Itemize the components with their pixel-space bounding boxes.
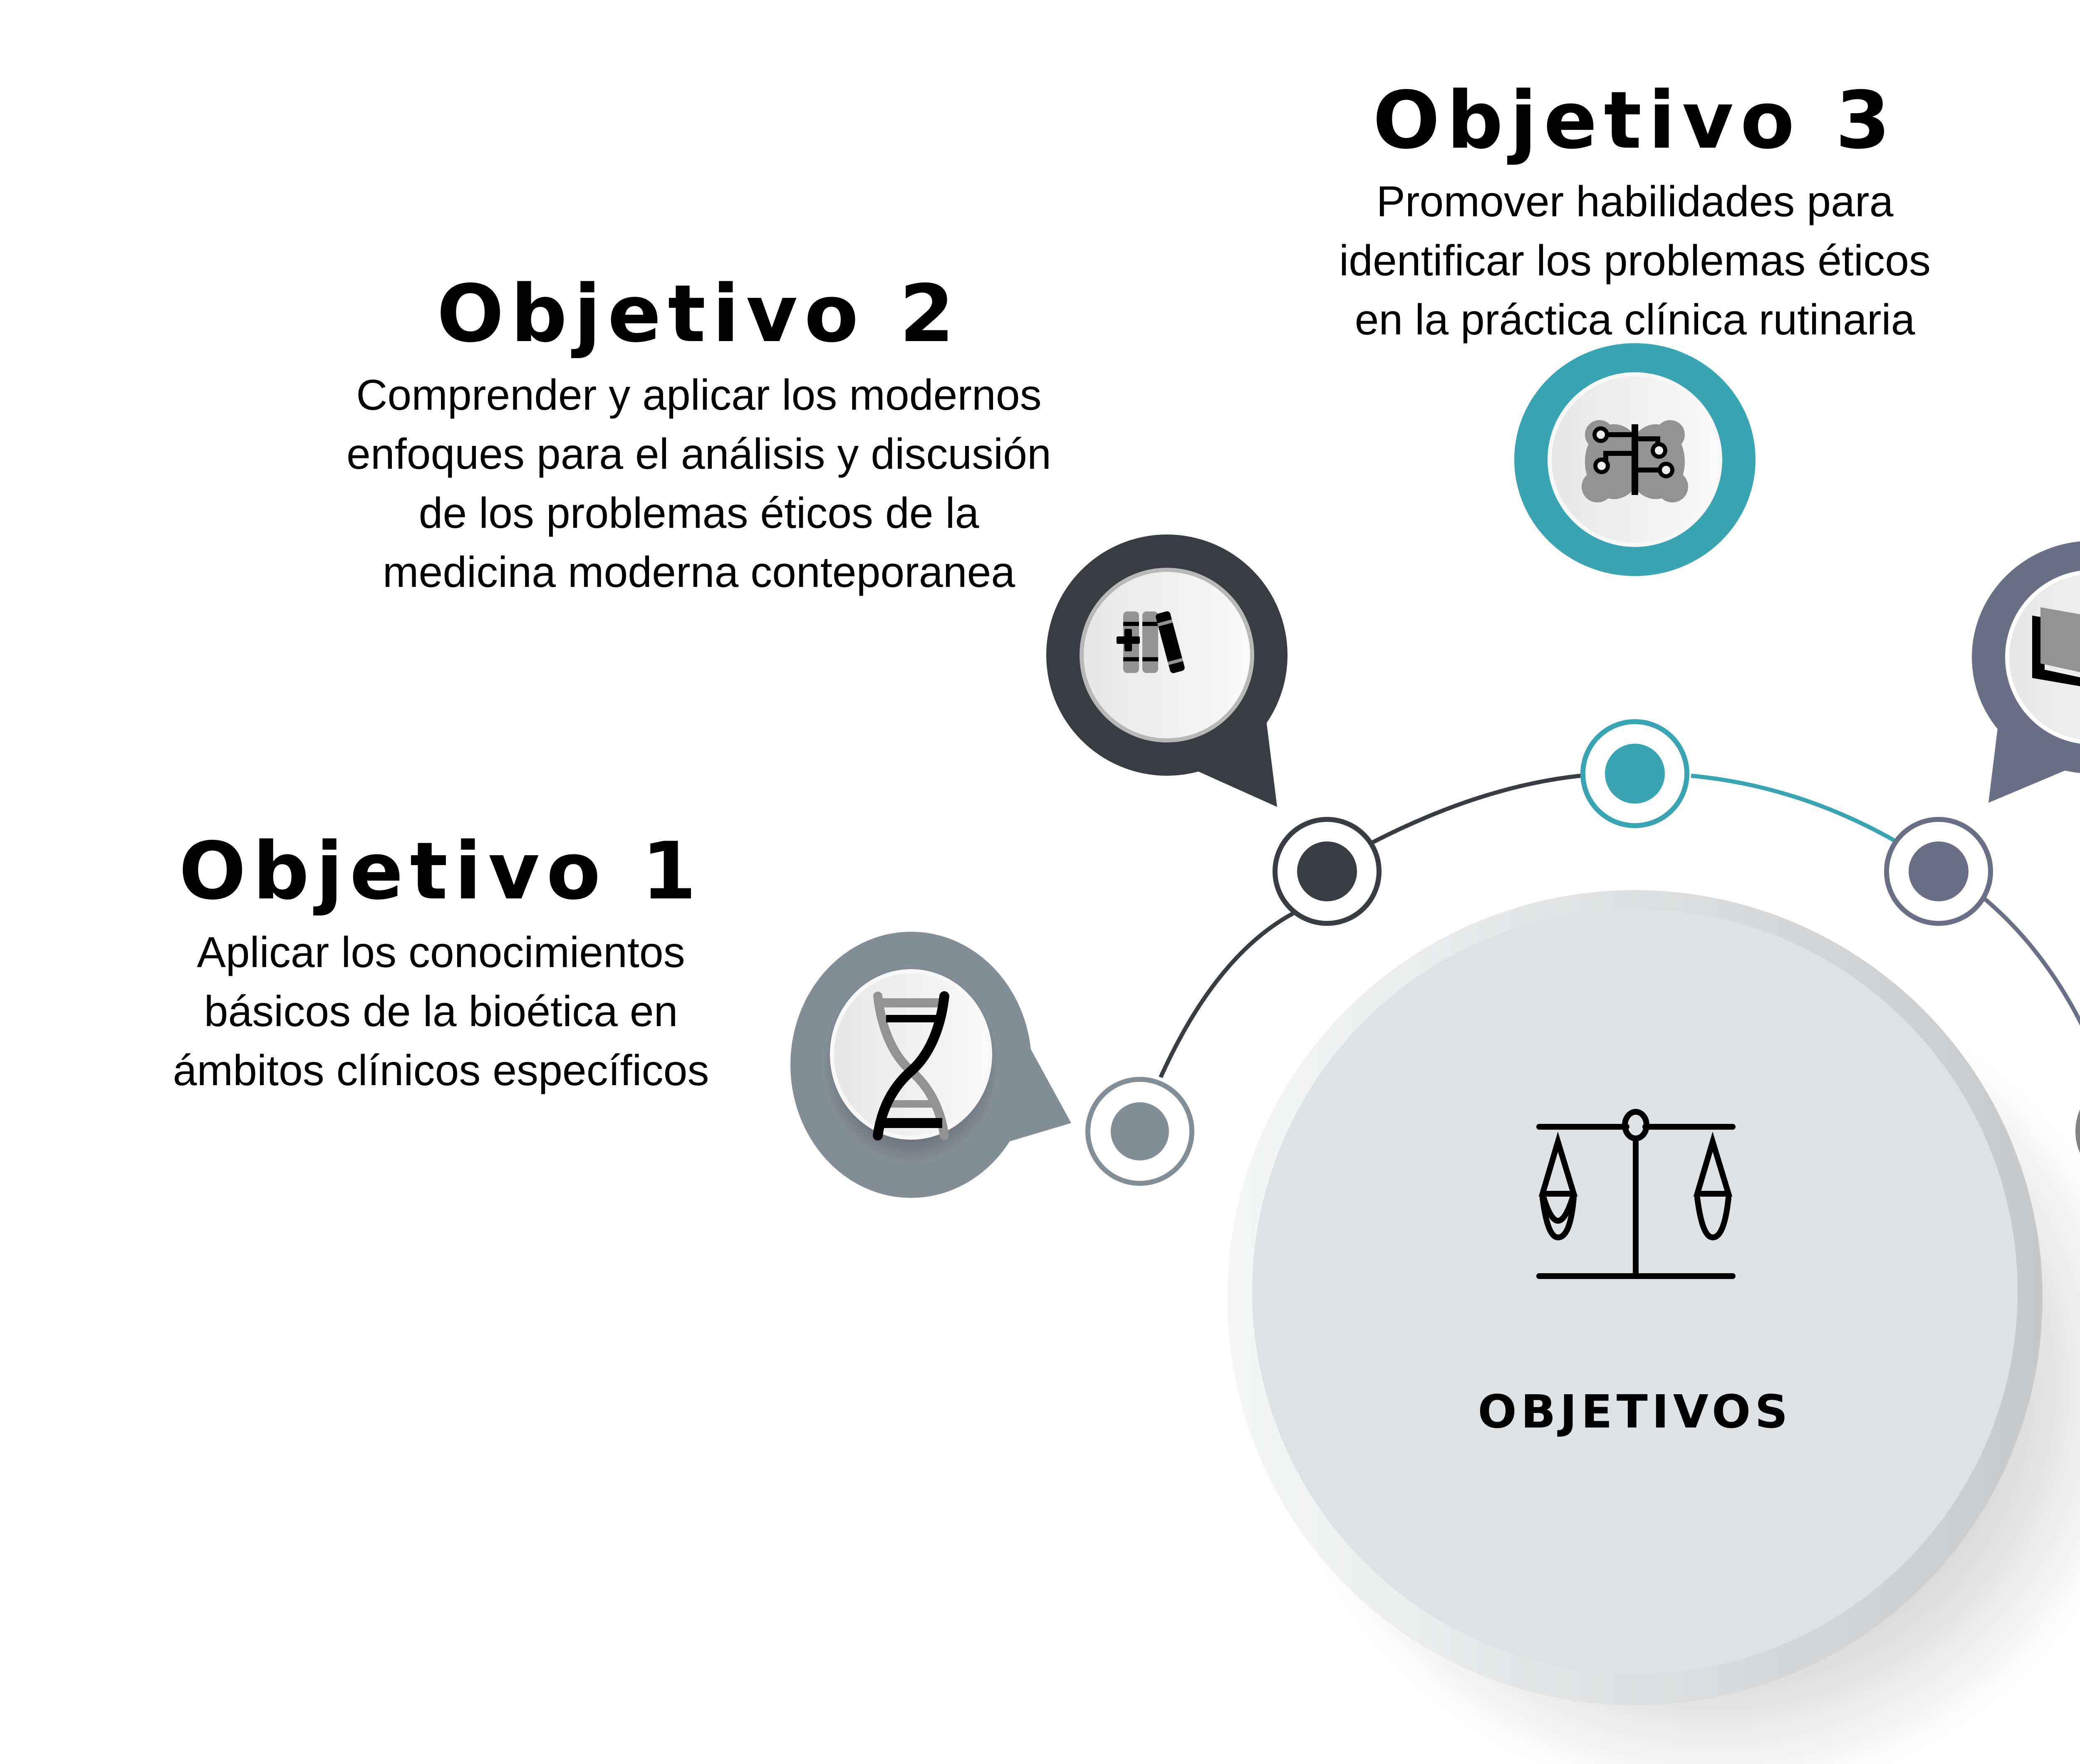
center-circle (1227, 890, 2080, 1764)
balance-scale-icon (1536, 1109, 1736, 1279)
objective-2-description: Comprender y aplicar los modernos enfoqu… (347, 371, 1051, 596)
circuit-brain-icon (1582, 420, 1688, 502)
node-1[interactable] (1085, 1077, 1194, 1186)
pin-4[interactable] (1972, 541, 2080, 803)
pin-2[interactable] (1046, 534, 1288, 807)
node-5[interactable] (2075, 1079, 2080, 1183)
arc-connector (1159, 774, 2080, 1079)
open-book-icon (2032, 607, 2080, 686)
objective-2: Objetivo 2 Comprender y aplicar los mode… (283, 270, 1115, 602)
objective-2-title: Objetivo 2 (436, 268, 961, 360)
node-4[interactable] (1884, 817, 1993, 926)
objective-3: Objetivo 3 Promover habilidades para ide… (1281, 77, 1988, 349)
medical-books-icon (1117, 611, 1185, 673)
node-3[interactable] (1580, 719, 1689, 828)
dna-icon (873, 991, 949, 1141)
objective-1-title: Objetivo 1 (178, 825, 703, 917)
objective-3-description: Promover habilidades para identificar lo… (1339, 178, 1931, 344)
node-2[interactable] (1273, 817, 1382, 926)
pin-3[interactable] (1514, 343, 1756, 576)
objective-3-title: Objetivo 3 (1372, 74, 1897, 166)
objective-1-description: Aplicar los conocimientos básicos de la … (173, 928, 709, 1095)
pin-1[interactable] (790, 932, 1071, 1198)
objective-1: Objetivo 1 Aplicar los conocimientos bás… (129, 828, 753, 1100)
center-label: OBJETIVOS (1478, 1385, 1792, 1438)
